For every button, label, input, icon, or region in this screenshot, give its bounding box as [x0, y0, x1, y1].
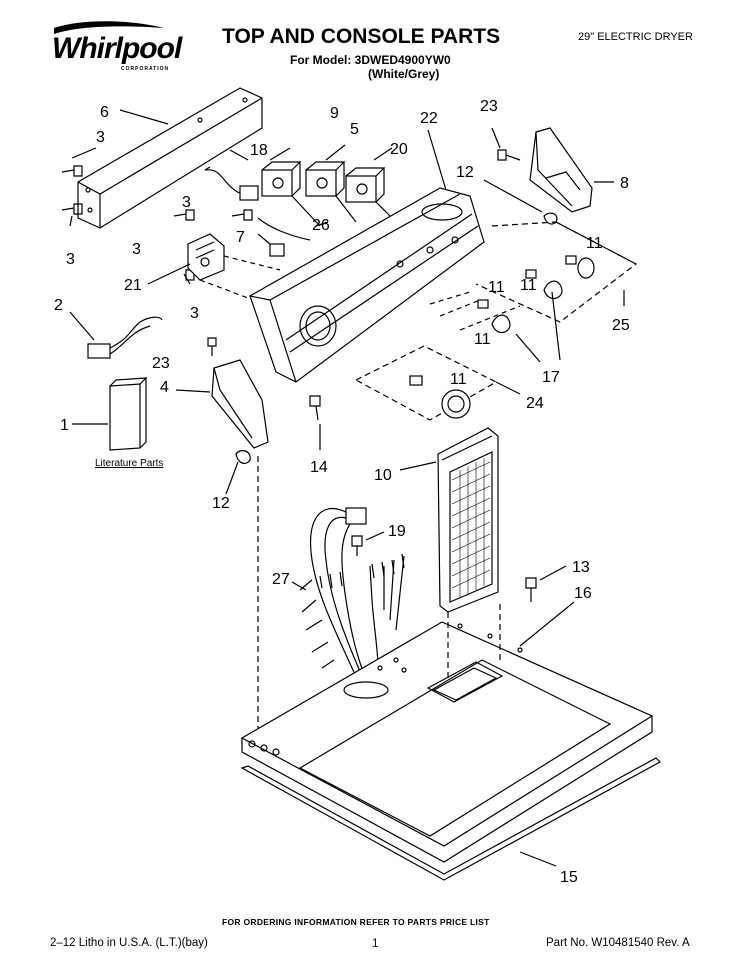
callout-12a: 12	[456, 164, 474, 181]
callout-13: 13	[572, 559, 590, 576]
part-2-harness	[87, 316, 163, 359]
part-18-harness	[204, 166, 259, 201]
callout-3a: 3	[96, 129, 105, 146]
part-7-clip	[269, 243, 285, 257]
part-4-cover	[211, 359, 269, 449]
callout-10: 10	[374, 467, 392, 484]
callout-27: 27	[272, 571, 290, 588]
screw-3d	[231, 209, 253, 221]
part-21-timer	[187, 233, 225, 281]
page-number: 1	[372, 938, 379, 950]
screw-23b	[207, 337, 217, 356]
callout-7: 7	[236, 229, 245, 246]
callout-19: 19	[388, 523, 406, 540]
callout-14: 14	[310, 459, 328, 476]
callout-2: 2	[54, 297, 63, 314]
callout-11e: 11	[450, 371, 467, 388]
callout-11d: 11	[474, 331, 491, 348]
part-20-switch	[345, 167, 386, 203]
callout-23a: 23	[480, 98, 498, 115]
model-line: For Model: 3DWED4900YW0	[290, 53, 451, 67]
callout-3e: 3	[190, 305, 199, 322]
part-22-console	[249, 187, 485, 383]
callout-26: 26	[312, 217, 330, 234]
part-15-gasket	[240, 757, 661, 881]
screw-14	[309, 395, 321, 421]
callout-21: 21	[124, 277, 142, 294]
callout-6: 6	[100, 104, 109, 121]
callout-labels: 6 3 18 9 5 20 22 23 12 8 3 26 7 3 3 21 1…	[54, 98, 630, 886]
logo-swoosh-icon	[54, 21, 164, 34]
callout-1: 1	[60, 417, 69, 434]
callout-11b: 11	[488, 279, 505, 296]
callout-25: 25	[612, 317, 630, 334]
callout-12b: 12	[212, 495, 230, 512]
literature-parts-label: Literature Parts	[95, 458, 164, 469]
screw-13	[525, 577, 537, 602]
brand-logo: Whirlpool CORPORATION	[24, 20, 182, 75]
litho-info: 2–12 Litho in U.S.A. (L.T.)(bay)	[50, 937, 208, 949]
brand-subtitle: CORPORATION	[121, 66, 170, 72]
screw-19	[351, 535, 363, 556]
part-8-endcap	[529, 127, 593, 213]
part-6-rear-bracket	[77, 87, 263, 229]
callout-24: 24	[526, 395, 544, 412]
part-9-switch	[261, 161, 302, 197]
callout-17: 17	[542, 369, 560, 386]
screw-3b	[61, 203, 83, 215]
screw-23a	[497, 149, 521, 161]
callout-5: 5	[350, 121, 359, 138]
model-variant: (White/Grey)	[368, 67, 440, 81]
ordering-info: FOR ORDERING INFORMATION REFER TO PARTS …	[222, 917, 490, 927]
callout-16: 16	[574, 585, 592, 602]
callout-3d: 3	[66, 251, 75, 268]
callout-18: 18	[250, 142, 268, 159]
callout-15: 15	[560, 869, 578, 886]
part-26-wire	[257, 217, 311, 241]
screw-3c	[173, 209, 195, 221]
part-1-literature	[109, 377, 148, 451]
page-title: TOP AND CONSOLE PARTS	[222, 25, 501, 48]
part-11-knob-a	[565, 255, 595, 279]
part-number: Part No. W10481540 Rev. A	[546, 937, 690, 949]
part-24-knob	[441, 389, 471, 419]
callout-20: 20	[390, 141, 408, 158]
part-16-top-panel	[240, 621, 654, 863]
callout-3c: 3	[132, 241, 141, 258]
part-5-switch	[305, 161, 346, 197]
brand-name: Whirlpool	[52, 32, 182, 65]
callout-9: 9	[330, 105, 339, 122]
callout-22: 22	[420, 110, 438, 127]
part-11-knob-b	[525, 269, 563, 300]
product-type: 29" ELECTRIC DRYER	[578, 31, 693, 43]
callout-11a: 11	[586, 235, 603, 252]
callout-4: 4	[160, 379, 169, 396]
callout-3b: 3	[182, 194, 191, 211]
callout-11c: 11	[520, 277, 537, 294]
screw-3a	[61, 165, 83, 177]
callout-8: 8	[620, 175, 629, 192]
callout-23b: 23	[152, 355, 170, 372]
part-11-knob-c	[477, 299, 511, 334]
part-11-knob-d	[409, 375, 423, 386]
